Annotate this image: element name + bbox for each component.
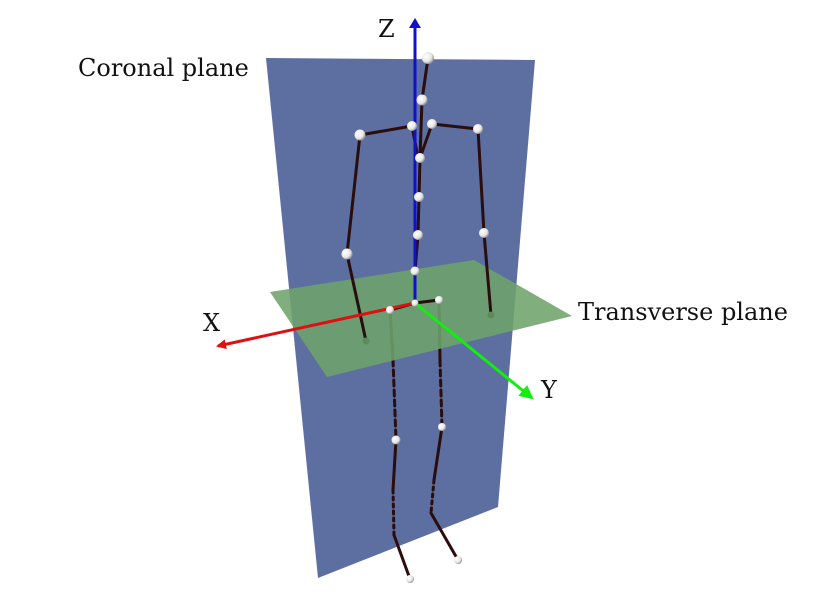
transverse-plane-label: Transverse plane bbox=[578, 298, 788, 326]
joint-right-hand bbox=[487, 311, 495, 319]
joint-neck bbox=[416, 94, 428, 106]
joint-spine-mid bbox=[414, 192, 424, 202]
x-axis-label: X bbox=[203, 309, 220, 337]
joint-spine-low bbox=[413, 230, 423, 240]
skeleton-joints bbox=[341, 52, 495, 583]
joint-right-shoulder bbox=[473, 124, 483, 134]
right-shin-dashed bbox=[429, 478, 436, 515]
y-axis bbox=[414, 301, 534, 400]
joint-right-knee bbox=[438, 423, 446, 431]
joint-left-knee bbox=[391, 435, 401, 445]
y-axis-label: Y bbox=[540, 376, 558, 404]
left-foot bbox=[392, 533, 412, 581]
joint-head bbox=[422, 52, 434, 64]
joint-chest bbox=[415, 153, 425, 163]
z-axis-label: Z bbox=[378, 15, 395, 43]
left-shin bbox=[391, 438, 398, 492]
left-shin-dashed bbox=[391, 488, 396, 537]
left-thigh-dashed bbox=[391, 358, 398, 442]
right-shin bbox=[432, 425, 444, 482]
right-thigh-dashed bbox=[438, 358, 444, 429]
right-foot bbox=[429, 511, 460, 562]
x-axis bbox=[216, 301, 416, 350]
joint-left-foot bbox=[406, 575, 414, 583]
joint-left-hip bbox=[386, 306, 394, 314]
joint-left-shoulder bbox=[354, 129, 366, 141]
joint-right-foot bbox=[454, 556, 462, 564]
joint-right-shoulder-inner bbox=[427, 119, 437, 129]
coronal-plane-label: Coronal plane bbox=[78, 54, 249, 82]
transverse-plane bbox=[270, 260, 572, 377]
joint-right-elbow bbox=[479, 228, 489, 238]
joint-spine-base bbox=[410, 266, 420, 276]
joint-left-shoulder-inner bbox=[407, 121, 417, 131]
joint-left-elbow bbox=[341, 248, 353, 260]
joint-left-hand bbox=[362, 337, 370, 345]
joint-pelvis bbox=[411, 299, 419, 307]
joint-right-hip bbox=[435, 296, 443, 304]
